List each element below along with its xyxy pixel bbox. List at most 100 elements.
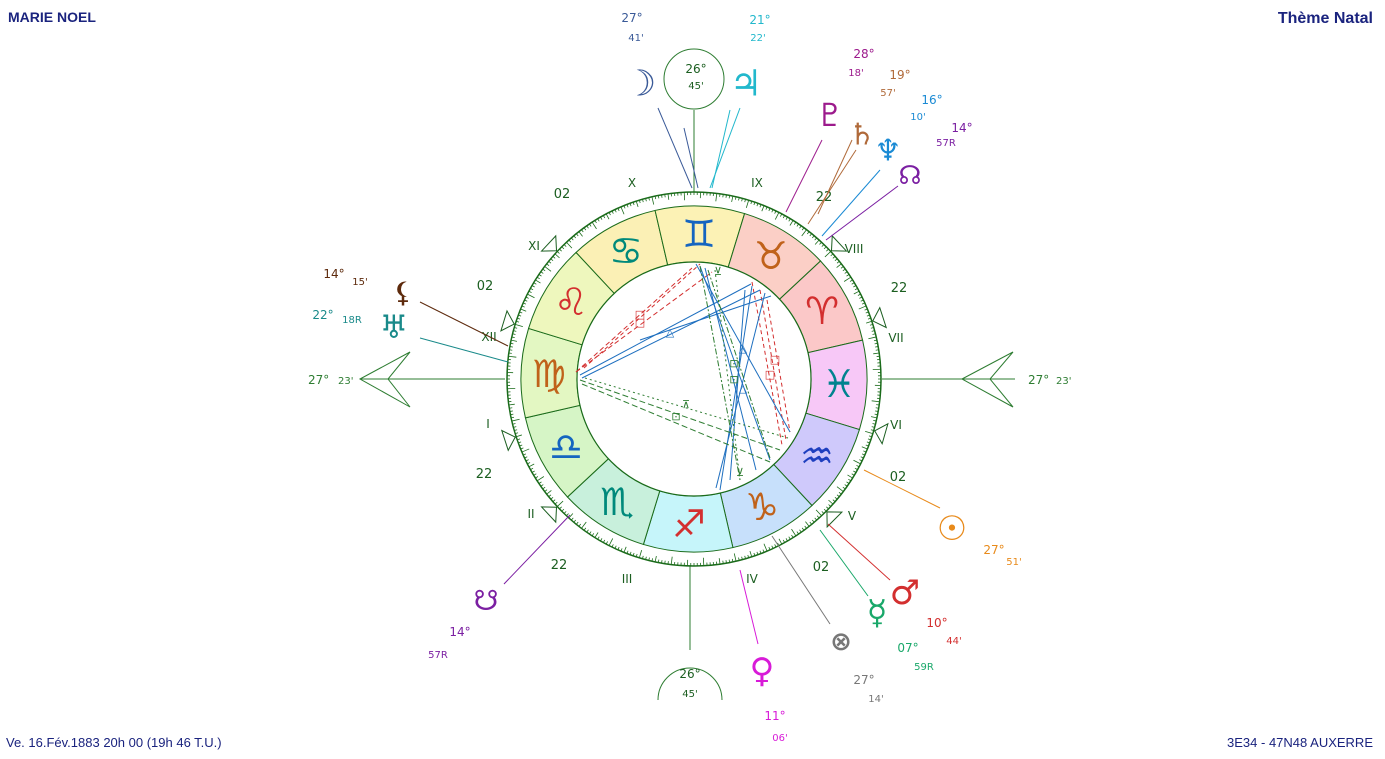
degree-tick xyxy=(654,555,657,562)
degree-tick xyxy=(805,521,810,527)
saturn-degree: 19° xyxy=(889,68,910,82)
degree-tick xyxy=(648,197,650,201)
degree-tick xyxy=(533,473,537,476)
saturn-connector xyxy=(807,149,857,225)
degree-tick xyxy=(518,441,522,444)
part-of-fortune-minute: 14' xyxy=(868,694,883,705)
degree-tick xyxy=(771,209,774,213)
degree-tick xyxy=(520,447,524,450)
degree-tick xyxy=(589,531,592,535)
degree-tick xyxy=(826,506,829,510)
degree-tick xyxy=(753,202,756,206)
aspect-symbol-icon: ⊻ xyxy=(736,466,744,479)
degree-tick xyxy=(745,200,750,208)
degree-tick xyxy=(793,221,797,225)
north-node-connector xyxy=(825,185,899,241)
uranus-icon: ♅ xyxy=(380,308,409,346)
house-cusp-marker-icon xyxy=(500,309,515,332)
degree-tick xyxy=(528,290,532,293)
degree-tick xyxy=(842,268,846,272)
degree-tick xyxy=(801,227,805,231)
degree-tick xyxy=(859,296,863,299)
degree-tick xyxy=(632,552,635,556)
degree-tick xyxy=(515,432,519,435)
sign-capricorn-icon: ♑ xyxy=(745,485,779,529)
sign-gemini-icon: ♊ xyxy=(682,212,716,256)
aspect-line xyxy=(695,263,791,433)
degree-tick xyxy=(583,227,587,231)
uranus-connector xyxy=(419,337,509,363)
degree-tick xyxy=(846,274,850,277)
mercury-degree: 07° xyxy=(897,641,918,655)
house-cusp-degree: 22 xyxy=(551,558,568,573)
degree-tick xyxy=(589,223,592,227)
degree-tick xyxy=(550,496,554,500)
degree-tick xyxy=(823,508,827,512)
degree-tick xyxy=(870,429,874,431)
degree-tick xyxy=(571,517,574,521)
degree-tick xyxy=(600,538,603,542)
degree-tick xyxy=(765,206,768,210)
degree-tick xyxy=(811,519,815,523)
aspect-symbol-icon: ⊼ xyxy=(682,398,690,411)
degree-tick xyxy=(853,290,860,295)
degree-tick xyxy=(731,558,734,562)
degree-tick xyxy=(869,323,873,326)
part-of-fortune-connector xyxy=(771,535,831,625)
degree-tick xyxy=(866,441,870,444)
degree-tick xyxy=(836,486,844,492)
degree-tick xyxy=(620,548,623,552)
degree-tick xyxy=(868,336,877,340)
degree-tick xyxy=(838,491,842,495)
degree-tick xyxy=(731,196,734,203)
degree-tick xyxy=(738,557,740,561)
degree-tick xyxy=(799,225,802,229)
degree-tick xyxy=(858,305,867,310)
degree-tick xyxy=(823,246,827,250)
degree-tick xyxy=(761,205,765,212)
degree-tick xyxy=(510,342,514,345)
degree-tick xyxy=(861,453,865,456)
degree-tick xyxy=(860,299,864,302)
degree-tick xyxy=(851,282,855,285)
degree-tick xyxy=(871,330,875,332)
mars-degree: 10° xyxy=(926,616,947,630)
sign-taurus-icon: ♉ xyxy=(754,234,788,278)
degree-tick xyxy=(509,346,513,348)
degree-tick xyxy=(536,276,540,280)
degree-tick xyxy=(762,549,765,553)
south-node-degree: 14° xyxy=(449,625,470,639)
degree-tick xyxy=(566,241,573,249)
degree-tick xyxy=(576,521,579,525)
aspect-symbol-icon: ⊻ xyxy=(714,265,722,278)
degree-tick xyxy=(578,523,582,527)
degree-tick xyxy=(866,314,870,317)
house-iv-label: IV xyxy=(746,572,759,586)
degree-tick xyxy=(828,504,832,507)
degree-tick xyxy=(872,333,876,335)
sun-icon: ☉ xyxy=(937,509,967,549)
sign-virgo-icon: ♍ xyxy=(532,352,566,396)
degree-tick xyxy=(814,517,817,521)
degree-tick xyxy=(774,212,780,220)
degree-tick xyxy=(806,231,810,235)
degree-tick xyxy=(626,550,629,554)
degree-tick xyxy=(738,197,740,201)
house-cusp-marker-icon xyxy=(540,234,558,252)
moon-connector xyxy=(683,127,699,189)
degree-tick xyxy=(586,529,589,533)
degree-tick xyxy=(832,256,836,259)
mc-degree: 26° xyxy=(685,62,706,76)
degree-tick xyxy=(815,509,822,517)
aspect-symbol-icon: △ xyxy=(739,382,748,395)
degree-tick xyxy=(642,555,644,559)
degree-tick xyxy=(725,194,727,198)
birth-place: 3E34 - 47N48 AUXERRE xyxy=(1227,735,1373,750)
degree-tick xyxy=(638,550,643,558)
degree-tick xyxy=(796,223,799,227)
degree-tick xyxy=(514,327,518,329)
degree-tick xyxy=(780,213,783,217)
degree-tick xyxy=(871,426,875,428)
degree-tick xyxy=(511,336,515,338)
degree-tick xyxy=(554,501,558,505)
